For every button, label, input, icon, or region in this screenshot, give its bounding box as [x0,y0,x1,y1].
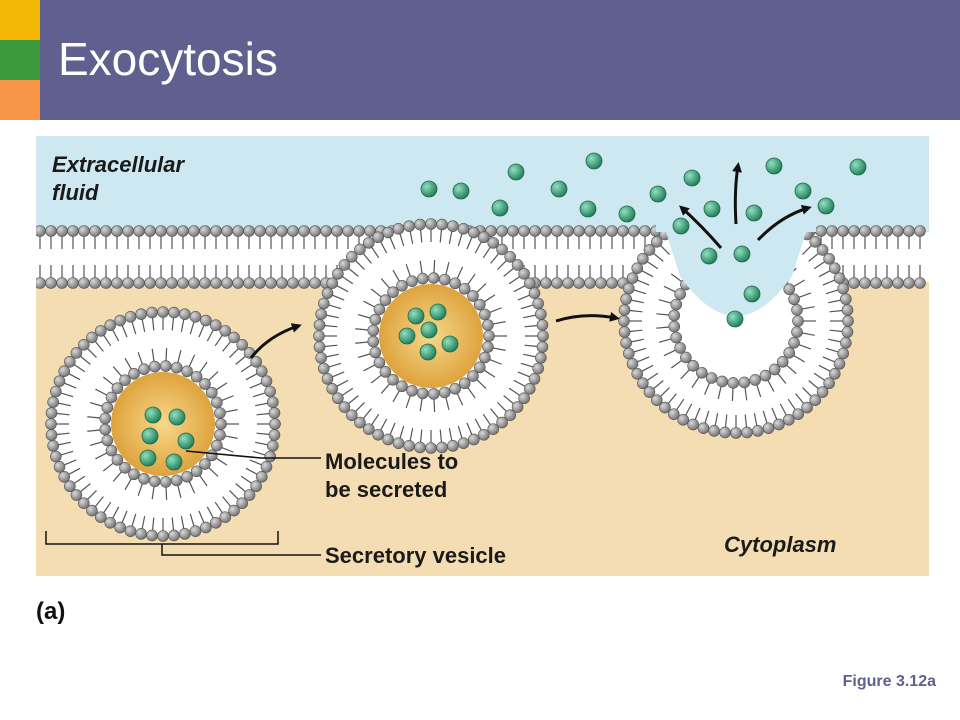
label-cytoplasm: Cytoplasm [724,532,836,557]
exocytosis-figure: Extracellular fluid Molecules to be secr… [36,136,929,576]
leader-line-molecules [185,450,321,459]
release-arrow-left [679,205,723,249]
accent-bar-green [0,40,40,80]
process-arrow-1 [249,323,302,359]
secreted-molecules [139,152,867,471]
slide-title: Exocytosis [58,33,278,85]
release-arrow-up [732,162,742,225]
vesicles [45,136,854,542]
label-extracellular-fluid-2: fluid [52,180,99,205]
figure-reference: Figure 3.12a [842,673,936,690]
leader-line-vesicle [161,544,321,556]
exocytosis-diagram: Extracellular fluid Molecules to be secr… [36,136,929,576]
process-arrow-2 [555,311,620,323]
label-secretory-vesicle: Secretory vesicle [325,543,506,568]
label-molecules-1: Molecules to [325,449,458,474]
title-bar: Exocytosis [40,0,960,120]
label-extracellular-fluid-1: Extracellular [52,152,186,177]
accent-bar-orange [0,80,40,120]
release-arrow-right [756,204,812,242]
panel-label: (a) [36,598,66,625]
label-molecules-2: be secreted [325,477,447,502]
accent-bar-yellow [0,0,40,40]
